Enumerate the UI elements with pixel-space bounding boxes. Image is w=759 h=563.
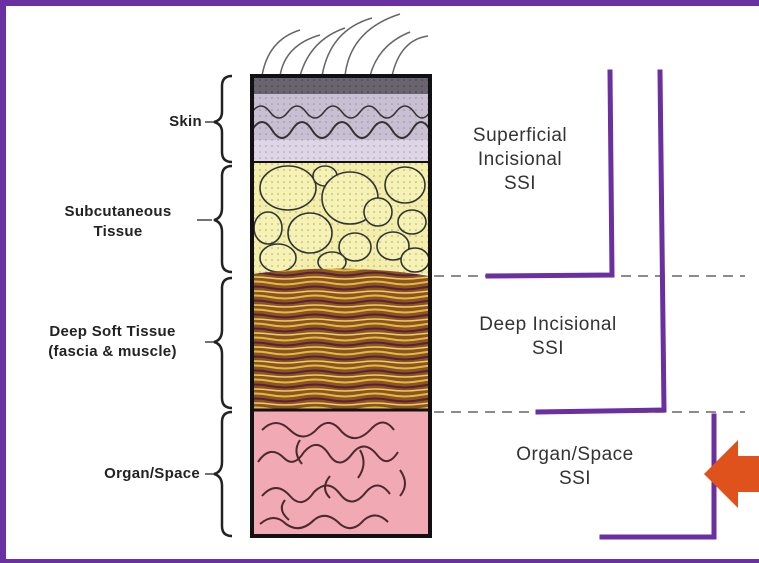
category-superficial-line1: Superficial — [430, 124, 610, 148]
hair-strands — [262, 14, 428, 76]
category-deep-incisional-ssi: Deep Incisional SSI — [436, 313, 660, 361]
fat-layer — [252, 162, 430, 274]
label-subcutaneous-tissue: Subcutaneous Tissue — [40, 202, 196, 242]
label-subcutaneous-line1: Subcutaneous — [40, 202, 196, 222]
label-subcutaneous-line2: Tissue — [40, 222, 196, 242]
category-deep-line2: SSI — [436, 337, 660, 361]
label-deep-line2: (fascia & muscle) — [20, 342, 205, 362]
category-superficial-incisional-ssi: Superficial Incisional SSI — [430, 124, 610, 196]
category-organ-line1: Organ/Space — [470, 443, 680, 467]
category-deep-line1: Deep Incisional — [436, 313, 660, 337]
label-deep-soft-tissue: Deep Soft Tissue (fascia & muscle) — [20, 322, 205, 362]
layer-braces — [214, 76, 232, 536]
category-superficial-line3: SSI — [430, 172, 610, 196]
skin-layer — [252, 76, 430, 162]
label-deep-line1: Deep Soft Tissue — [20, 322, 205, 342]
label-skin: Skin — [130, 112, 202, 132]
label-organ-space: Organ/Space — [40, 464, 200, 484]
category-organ-space-ssi: Organ/Space SSI — [470, 443, 680, 491]
muscle-layer — [252, 268, 430, 410]
category-organ-line2: SSI — [470, 467, 680, 491]
category-superficial-line2: Incisional — [430, 148, 610, 172]
organ-layer — [252, 410, 430, 536]
